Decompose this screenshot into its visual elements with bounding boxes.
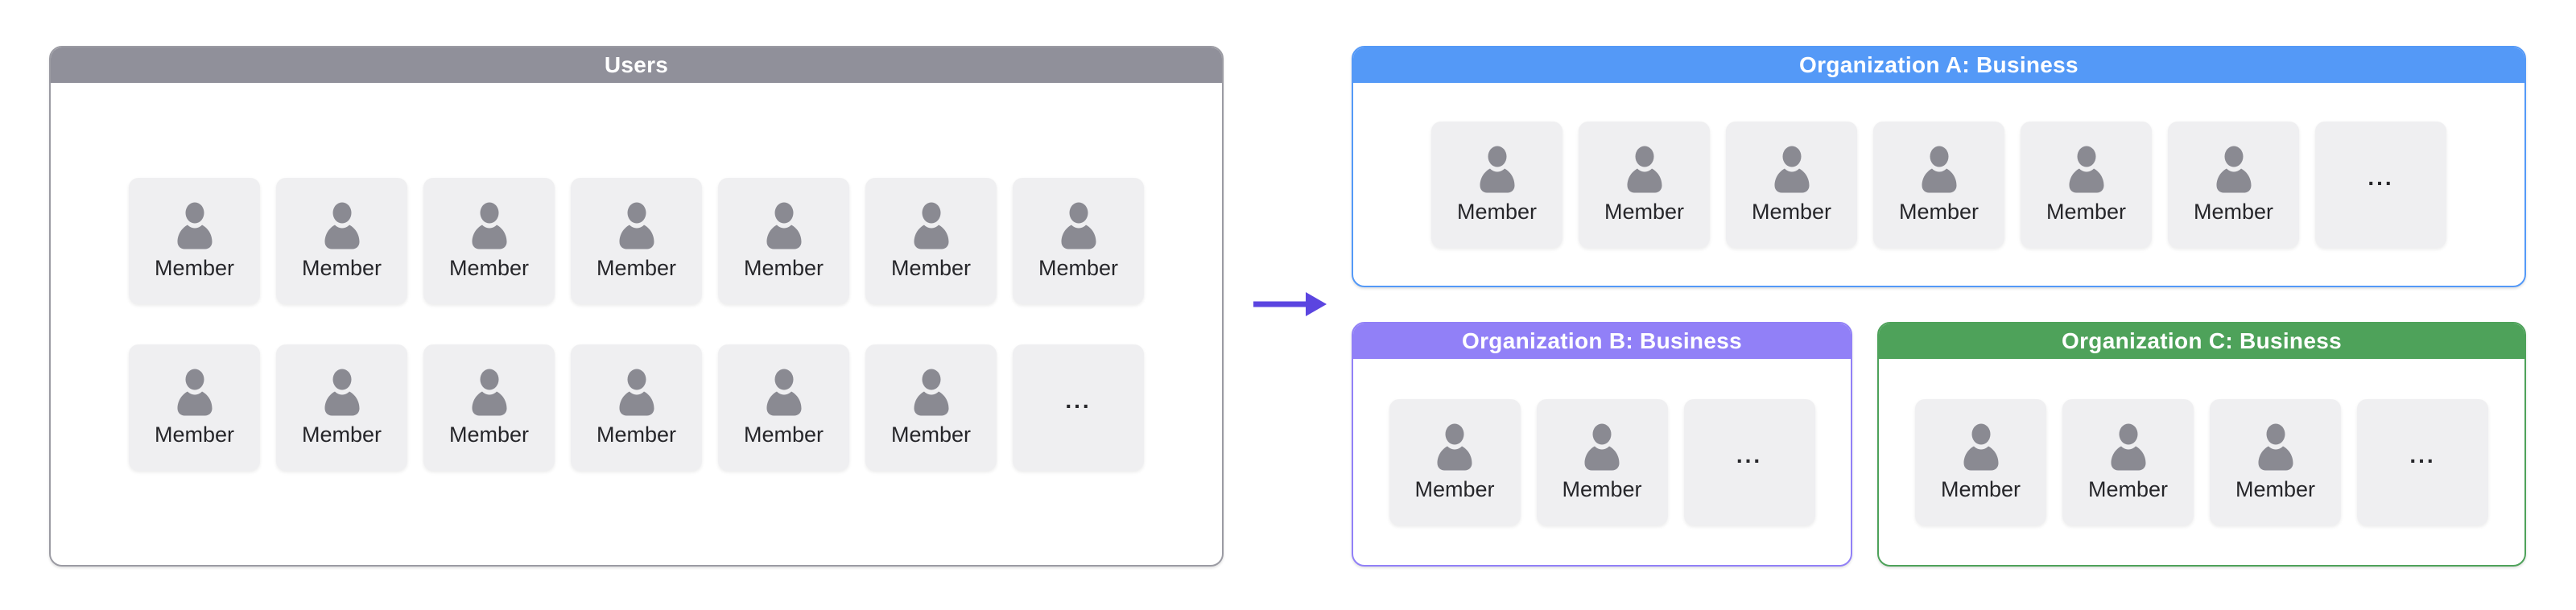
member-label: Member [154, 256, 235, 280]
member-label: Member [890, 256, 972, 280]
member-card: Member [1389, 398, 1521, 526]
person-icon [1922, 146, 1956, 193]
member-card: Member [129, 344, 260, 471]
flow-arrow-icon [1251, 290, 1328, 319]
users-member-row-1: Member Member Member Member Member Membe… [129, 177, 1144, 304]
org-c-member-row: Member Member Member... [1879, 359, 2524, 565]
org-a-member-row: Member Member Member Member Member Membe… [1353, 83, 2524, 286]
org-c-panel: Organization C: Business Member Member M… [1877, 322, 2526, 567]
person-icon [914, 369, 948, 416]
person-icon [619, 369, 654, 416]
org-b-panel: Organization B: Business Member Member..… [1352, 322, 1852, 567]
member-label: Member [1456, 200, 1538, 224]
member-label: Member [2193, 200, 2274, 224]
member-card: Member [129, 177, 260, 304]
member-card: Member [1873, 121, 2004, 248]
member-card: Member [1431, 121, 1563, 248]
ellipsis-label: ... [2368, 165, 2394, 190]
overflow-card: ... [1013, 344, 1144, 471]
person-icon [619, 202, 654, 249]
overflow-card: ... [2357, 398, 2488, 526]
member-label: Member [1898, 200, 1979, 224]
member-card: Member [276, 177, 407, 304]
member-label: Member [1751, 200, 1832, 224]
overflow-card: ... [2315, 121, 2446, 248]
person-icon [914, 202, 948, 249]
users-member-row-2: Member Member Member Member Member Membe… [129, 344, 1144, 471]
member-card: Member [571, 177, 702, 304]
person-icon [766, 202, 801, 249]
person-icon [766, 369, 801, 416]
member-card: Member [1915, 398, 2046, 526]
member-label: Member [743, 422, 824, 447]
member-card: Member [1536, 398, 1668, 526]
member-card: Member [1726, 121, 1857, 248]
org-b-panel-title: Organization B: Business [1462, 328, 1742, 353]
member-card: Member [2168, 121, 2299, 248]
org-b-member-row: Member Member... [1353, 359, 1851, 565]
member-label: Member [1562, 477, 1642, 501]
person-icon [1061, 202, 1096, 249]
member-label: Member [890, 422, 972, 447]
member-card: Member [423, 344, 555, 471]
member-label: Member [1414, 477, 1495, 501]
member-card: Member [571, 344, 702, 471]
overflow-card: ... [1683, 398, 1815, 526]
member-label: Member [154, 422, 235, 447]
member-card: Member [1013, 177, 1144, 304]
person-icon [1584, 423, 1620, 471]
org-a-panel: Organization A: Business Member Member M… [1352, 46, 2526, 287]
person-icon [2111, 423, 2145, 471]
member-label: Member [448, 256, 530, 280]
member-label: Member [596, 422, 677, 447]
users-panel: Users Member Member Member Member Member… [49, 46, 1224, 567]
person-icon [1963, 423, 1998, 471]
member-label: Member [2235, 477, 2316, 501]
person-icon [177, 202, 212, 249]
member-label: Member [2087, 477, 2169, 501]
users-panel-body: Member Member Member Member Member Membe… [51, 83, 1222, 565]
member-label: Member [1604, 200, 1685, 224]
person-icon [1774, 146, 1809, 193]
person-icon [472, 202, 506, 249]
org-a-panel-title: Organization A: Business [1799, 52, 2079, 77]
member-label: Member [301, 422, 382, 447]
member-card: Member [1579, 121, 1710, 248]
member-label: Member [1940, 477, 2021, 501]
member-card: Member [2021, 121, 2152, 248]
member-label: Member [448, 422, 530, 447]
member-label: Member [2046, 200, 2127, 224]
ellipsis-label: ... [1736, 443, 1763, 468]
person-icon [324, 202, 359, 249]
member-card: Member [423, 177, 555, 304]
org-c-panel-title: Organization C: Business [2062, 328, 2342, 353]
member-card: Member [865, 344, 997, 471]
ellipsis-label: ... [1065, 388, 1092, 413]
member-label: Member [1038, 256, 1119, 280]
person-icon [2069, 146, 2103, 193]
member-card: Member [2062, 398, 2194, 526]
member-card: Member [2210, 398, 2341, 526]
member-label: Member [301, 256, 382, 280]
person-icon [1627, 146, 1662, 193]
users-panel-header: Users [51, 47, 1222, 83]
person-icon [1480, 146, 1514, 193]
person-icon [324, 369, 359, 416]
org-b-panel-header: Organization B: Business [1353, 324, 1851, 359]
member-card: Member [718, 177, 849, 304]
person-icon [472, 369, 506, 416]
member-label: Member [596, 256, 677, 280]
member-label: Member [743, 256, 824, 280]
person-icon [177, 369, 212, 416]
member-card: Member [718, 344, 849, 471]
org-c-panel-header: Organization C: Business [1879, 324, 2524, 359]
person-icon [2258, 423, 2293, 471]
users-panel-title: Users [604, 52, 669, 77]
person-icon [1437, 423, 1472, 471]
member-card: Member [276, 344, 407, 471]
person-icon [2216, 146, 2251, 193]
ellipsis-label: ... [2409, 443, 2436, 468]
member-card: Member [865, 177, 997, 304]
org-a-panel-header: Organization A: Business [1353, 47, 2524, 83]
